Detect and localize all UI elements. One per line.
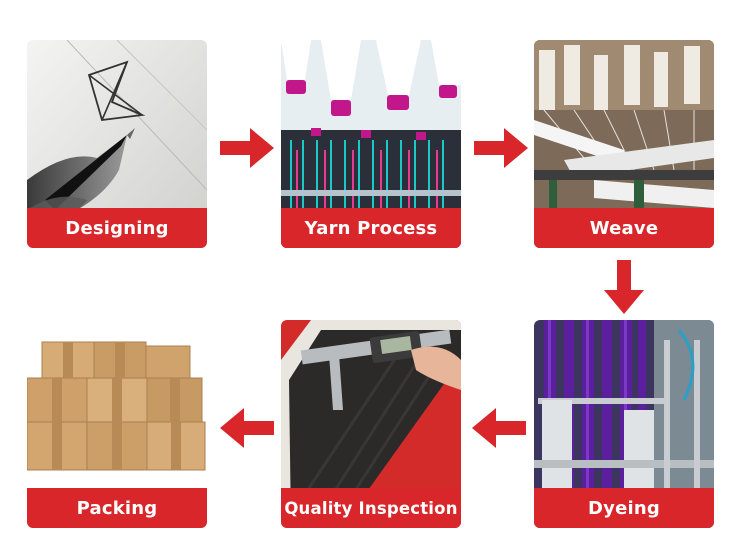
step-label: Yarn Process xyxy=(281,208,461,248)
step-label: Dyeing xyxy=(534,488,714,528)
arrow-down-icon xyxy=(604,260,644,314)
step-yarn-process: Yarn Process xyxy=(281,40,461,248)
step-label: Packing xyxy=(27,488,207,528)
step-quality-inspection: Quality Inspection xyxy=(281,320,461,528)
step-weave: Weave xyxy=(534,40,714,248)
arrow-right-icon xyxy=(474,128,528,168)
step-designing: Designing xyxy=(27,40,207,248)
arrow-right-icon xyxy=(220,128,274,168)
arrow-left-icon xyxy=(472,408,526,448)
step-label: Designing xyxy=(27,208,207,248)
quality-inspection-image xyxy=(281,320,461,528)
arrow-left-icon xyxy=(220,408,274,448)
step-label: Quality Inspection xyxy=(281,488,461,528)
step-dyeing: Dyeing xyxy=(534,320,714,528)
step-packing: Packing xyxy=(27,320,207,528)
step-label: Weave xyxy=(534,208,714,248)
